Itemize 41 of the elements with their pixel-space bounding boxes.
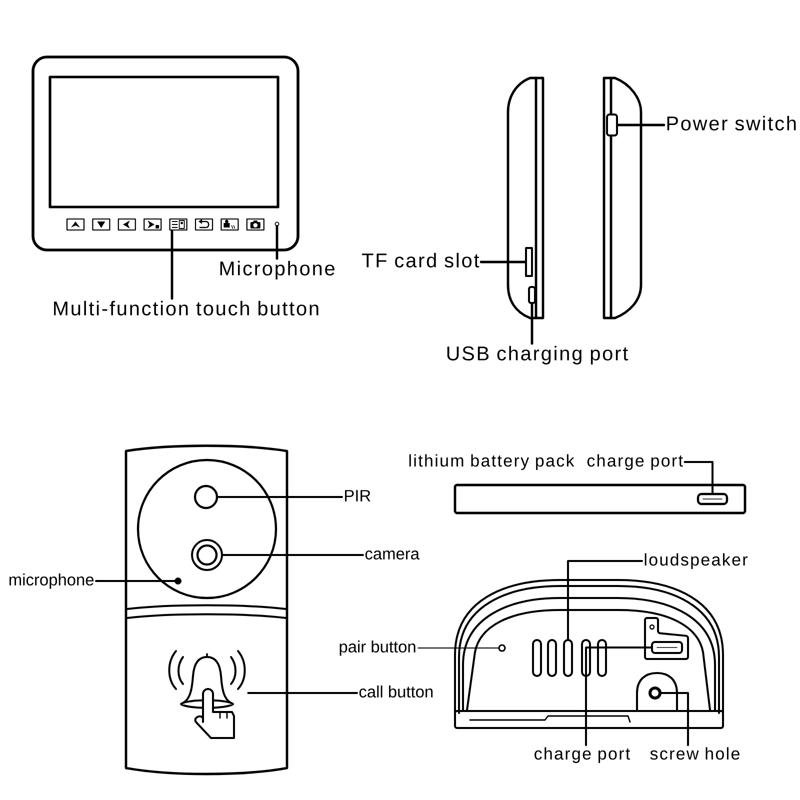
part-label: Multi-function touch button	[54, 300, 318, 316]
bell-button-icon	[168, 650, 246, 739]
power-switch	[606, 114, 618, 136]
screw-hole	[648, 686, 662, 700]
leader-line	[170, 229, 174, 300]
part-label: TF card slot	[362, 252, 480, 268]
part-label: camera	[365, 550, 420, 560]
camera-lens	[191, 539, 223, 571]
part-label: loudspeaker	[644, 553, 748, 570]
part-label: PIR	[345, 490, 370, 502]
menu-icon	[169, 218, 188, 231]
microphone-hole	[174, 578, 182, 584]
part-label: charge port	[534, 747, 630, 764]
part-label: USB charging port	[447, 346, 628, 364]
charge-port	[696, 492, 728, 506]
part-label: Microphone	[220, 260, 334, 280]
part-label: lithium battery pack	[409, 454, 574, 470]
leader-line	[660, 692, 689, 746]
pir-sensor	[194, 484, 218, 510]
leader-line	[247, 692, 358, 694]
part-label: pair button	[340, 640, 416, 656]
leader-line	[480, 260, 526, 264]
leader-line	[222, 554, 364, 556]
part-label: screw hole	[650, 747, 740, 760]
part-label: microphone	[10, 573, 94, 589]
part-label: charge port	[587, 454, 683, 470]
leader-line	[567, 560, 643, 640]
charge-port	[651, 641, 683, 654]
leader-line	[530, 302, 534, 345]
usb-port	[528, 286, 536, 304]
leader-line	[684, 461, 714, 494]
pair-button-hole	[498, 644, 506, 652]
leader-line	[95, 580, 176, 582]
part-label: call button	[359, 685, 433, 698]
microphone-hole	[274, 222, 280, 226]
part-label: Power switch	[667, 116, 796, 130]
leader-line	[585, 646, 652, 746]
leader-line	[616, 124, 666, 126]
speaker-slot	[563, 639, 573, 677]
card-slot	[525, 247, 533, 277]
leader-line	[217, 496, 343, 498]
